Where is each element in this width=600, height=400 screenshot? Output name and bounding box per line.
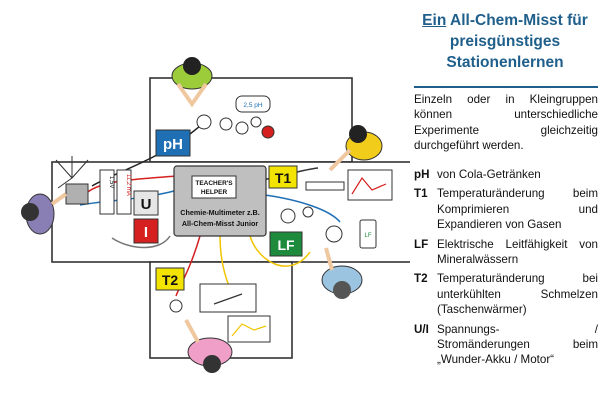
teachers-helper-label: TEACHER'S — [195, 180, 233, 187]
legend-desc: Temperaturänderung beim Komprimieren und… — [437, 187, 598, 232]
t1-graph-sheet — [347, 169, 393, 201]
i-label: I — [144, 224, 148, 241]
teachers-helper-box — [191, 175, 237, 199]
student-left-purple — [21, 192, 68, 235]
intro-text: Einzeln oder in Kleingruppen können unte… — [414, 93, 598, 153]
current-meter — [116, 169, 132, 215]
u-box — [133, 190, 159, 216]
i-box — [133, 218, 159, 244]
legend-key: LF — [414, 237, 429, 251]
student-bottom-pink — [184, 319, 233, 373]
legend-item: U/I Spannungs- / Stromänderungen beim „Wu… — [414, 322, 598, 368]
propeller — [55, 156, 89, 189]
legend-desc: von Cola-Getränken — [437, 168, 541, 181]
legend-desc: Spannungs- / Stromänderungen beim „Wunde… — [437, 322, 598, 367]
title-underlined: Ein — [422, 12, 447, 29]
legend-desc: Elektrische Leitfähigkeit von Mineralwäs… — [437, 237, 598, 267]
t1-syringe — [305, 181, 345, 191]
lf-box — [269, 231, 303, 257]
t2-box — [155, 267, 185, 291]
t1-graph-curve — [351, 176, 387, 195]
bottle-label: 2,5 pH — [243, 102, 262, 109]
u-label: U — [141, 196, 152, 213]
title-divider — [414, 86, 598, 88]
current-label: 11,2 mA — [125, 174, 131, 196]
legend-key: U/I — [414, 322, 429, 336]
ph-bottle — [235, 95, 271, 113]
legend-key: T2 — [414, 272, 428, 286]
legend-item: T2 Temperaturänderung bei unterkühlten Sc… — [414, 271, 598, 317]
battery-label: 1,5V — [108, 176, 114, 188]
ph-label: pH — [163, 136, 183, 153]
lf-phone — [359, 219, 377, 249]
device-label: Chemie-Multimeter z.B. — [180, 208, 259, 217]
t2-tray — [199, 283, 257, 313]
legend-item: T1 Temperaturänderung beim Komprimieren u… — [414, 186, 598, 232]
panel-title: Ein All-Chem-Misst für preisgünstiges St… — [412, 10, 598, 73]
title-line1: All-Chem-Misst für — [446, 12, 588, 29]
lf-cups — [280, 206, 343, 243]
legend-item: LF Elektrische Leitfähigkeit von Mineralw… — [414, 237, 598, 268]
student-top-green — [171, 57, 213, 108]
legend-desc: Temperaturänderung bei unterkühlten Schm… — [437, 272, 598, 317]
experiment-stations-diagram: TEACHER'S HELPER Chemie-Multimeter z.B. … — [21, 57, 410, 373]
motor — [65, 183, 89, 205]
battery-meter — [99, 169, 115, 215]
t1-box — [268, 165, 298, 189]
student-right-blue — [321, 247, 363, 299]
description-panel: Ein All-Chem-Misst für preisgünstiges St… — [412, 0, 598, 400]
t2-graph-sheet — [227, 315, 271, 343]
t2-thermometer — [213, 293, 243, 305]
student-right-yellow — [328, 125, 383, 172]
device-label: All-Chem-Misst Junior — [182, 219, 258, 228]
ph-box — [155, 129, 191, 157]
legend-key: pH — [414, 168, 430, 181]
legend-item: pH von Cola-Getränken — [414, 167, 598, 182]
title-line2: preisgünstiges — [449, 33, 561, 50]
legend-key: T1 — [414, 187, 428, 201]
t1-label: T1 — [275, 170, 292, 186]
teachers-helper-label: HELPER — [201, 189, 228, 196]
title-line3: Stationenlernen — [446, 54, 564, 71]
t2-flask — [169, 299, 183, 313]
phone-label: LF — [364, 233, 371, 239]
lf-label: LF — [277, 237, 295, 253]
t2-label: T2 — [162, 272, 179, 288]
beakers — [196, 114, 275, 139]
t2-graph-curve — [231, 323, 267, 337]
